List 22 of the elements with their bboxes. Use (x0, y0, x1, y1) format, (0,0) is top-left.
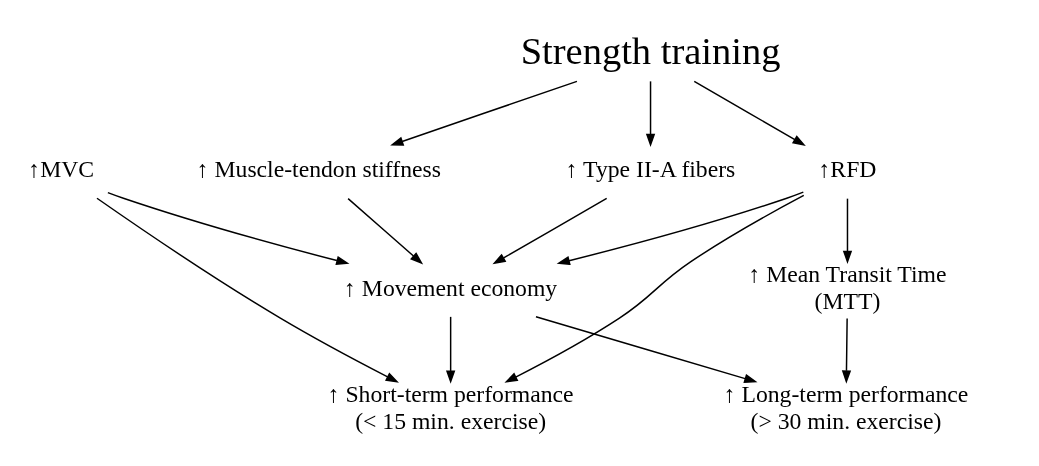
node-text: ↑ Type II-A fibers (565, 156, 736, 183)
arrow (842, 197, 853, 264)
node-text: ↑ Mean Transit Time (MTT) (748, 261, 947, 314)
arrow (645, 80, 656, 148)
arrow (347, 197, 424, 265)
arrow (535, 316, 758, 383)
arrow (390, 80, 578, 146)
arrow (841, 317, 852, 384)
arrow (556, 191, 805, 266)
node-text: ↑ Muscle-tendon stiffness (196, 156, 442, 183)
arrow (445, 316, 456, 384)
node-text: ↑ Long-term performance (> 30 min. exercise) (723, 381, 969, 434)
node-text: ↑ Short-term performance (< 15 min. exercise) (327, 381, 574, 434)
node-text: ↑ Movement economy (344, 274, 558, 301)
arrow (492, 197, 608, 265)
arrow (504, 194, 805, 383)
arrow (96, 197, 399, 383)
node-text: ↑MVC (28, 156, 95, 183)
arrow (107, 191, 350, 265)
node-text: ↑RFD (818, 156, 877, 183)
node-text: Strength training (520, 29, 781, 72)
arrow (693, 80, 806, 146)
